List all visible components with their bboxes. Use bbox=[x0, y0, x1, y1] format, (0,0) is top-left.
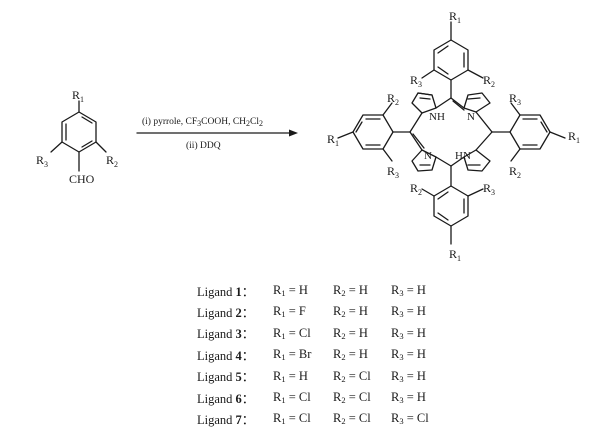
aryl-top bbox=[421, 21, 484, 99]
ligand-rows: Ligand 1： R1 = H R2 = H R3 = H Ligand 2：… bbox=[197, 281, 451, 431]
ligand-row: Ligand 2： R1 = F R2 = H R3 = H bbox=[197, 302, 451, 323]
pyrrole-bottom-left bbox=[411, 149, 437, 172]
product-left-r3: R3 bbox=[387, 164, 399, 180]
product-left-r1: R1 bbox=[327, 132, 339, 148]
aryl-right bbox=[491, 102, 566, 162]
product-right-r1: R1 bbox=[568, 129, 580, 145]
ligand-name: Ligand 7： bbox=[197, 412, 255, 427]
ligand-r1: R1 = Cl bbox=[273, 390, 311, 406]
product-bottom-r1: R1 bbox=[449, 247, 461, 263]
ligand-r2: R2 = Cl bbox=[333, 390, 371, 406]
ligand-name: Ligand 5： bbox=[197, 370, 255, 385]
ligand-name: Ligand 2： bbox=[197, 305, 255, 320]
ligand-r2: R2 = Cl bbox=[333, 411, 371, 427]
ligand-r2: R2 = H bbox=[333, 347, 368, 363]
pyrrole-top-right bbox=[463, 92, 491, 113]
reactant-benzaldehyde: R1 R2 R3 CHO bbox=[36, 88, 118, 186]
condition-line-1: (i) pyrrole, CF3COOH, CH2Cl2 bbox=[142, 116, 263, 128]
macrocycle-bonds bbox=[409, 97, 493, 167]
reactant-r1-label: R1 bbox=[72, 88, 84, 104]
pyrrole-bottom-right bbox=[463, 149, 491, 172]
porphyrin-n-top-label: N bbox=[467, 111, 475, 123]
pyrrole-top-left bbox=[411, 92, 437, 114]
reaction-scheme: R1 R2 R3 CHO (i) pyrrole, CF3COOH, CH2Cl… bbox=[36, 9, 580, 263]
ligand-r2: R2 = H bbox=[333, 325, 368, 341]
reactant-r3-label: R3 bbox=[36, 153, 48, 169]
ligand-r2: R2 = Cl bbox=[333, 368, 371, 384]
ligand-r3: R3 = H bbox=[391, 347, 426, 363]
ligand-name: Ligand 3： bbox=[197, 327, 255, 342]
product-bottom-r2: R2 bbox=[410, 181, 422, 197]
reactant-cho-label: CHO bbox=[69, 172, 95, 186]
ligand-r1: R1 = H bbox=[273, 283, 308, 298]
ligand-r3: R3 = H bbox=[391, 325, 426, 341]
ligand-r1: R1 = H bbox=[273, 368, 308, 384]
ligand-r1: R1 = F bbox=[273, 304, 306, 320]
product-right-r2: R2 bbox=[509, 164, 521, 180]
ligand-r3: R3 = Cl bbox=[391, 411, 429, 427]
ligand-r2: R2 = H bbox=[333, 304, 368, 320]
product-bottom-r3: R3 bbox=[483, 181, 495, 197]
ligand-r3: R3 = H bbox=[391, 390, 426, 406]
porphyrin-nh-label: NH bbox=[429, 111, 445, 123]
ligand-name: Ligand 1： bbox=[197, 284, 255, 299]
product-left-r2: R2 bbox=[387, 91, 399, 107]
product-top-r1: R1 bbox=[449, 9, 461, 25]
ligand-name: Ligand 6： bbox=[197, 391, 255, 406]
product-top-r2: R2 bbox=[483, 73, 495, 89]
porphyrin-n-bottom-label: N bbox=[424, 150, 432, 162]
ligand-r2: R2 = H bbox=[333, 283, 368, 298]
ligand-r3: R3 = H bbox=[391, 304, 426, 320]
ligand-name: Ligand 4： bbox=[197, 348, 255, 363]
ligand-r1: R1 = Cl bbox=[273, 325, 311, 341]
reactant-ring-bonds bbox=[50, 100, 107, 172]
aryl-left bbox=[337, 102, 411, 162]
reaction-arrow bbox=[136, 129, 298, 137]
porphyrin-hn-label: HN bbox=[455, 150, 471, 162]
product-top-r3: R3 bbox=[410, 73, 422, 89]
ligand-r1: R1 = Cl bbox=[273, 411, 311, 427]
ligand-table: Ligand 1： R1 = H R2 = H R3 = H Ligand 2：… bbox=[197, 281, 451, 431]
product-right-r3: R3 bbox=[509, 91, 521, 107]
ligand-row: Ligand 5： R1 = H R2 = Cl R3 = H bbox=[197, 367, 451, 388]
ligand-r1: R1 = Br bbox=[273, 347, 312, 363]
ligand-row: Ligand 7： R1 = Cl R2 = Cl R3 = Cl bbox=[197, 409, 451, 430]
porphyrin-product: NH N N HN R1 R2 R3 R1 R2 bbox=[327, 9, 580, 263]
ligand-row: Ligand 6： R1 = Cl R2 = Cl R3 = H bbox=[197, 388, 451, 409]
aryl-bottom bbox=[421, 165, 484, 245]
ligand-r3: R3 = H bbox=[391, 368, 426, 384]
ligand-row: Ligand 1： R1 = H R2 = H R3 = H bbox=[197, 281, 451, 302]
reactant-r2-label: R2 bbox=[106, 153, 118, 169]
ligand-row: Ligand 3： R1 = Cl R2 = H R3 = H bbox=[197, 324, 451, 345]
ligand-row: Ligand 4： R1 = Br R2 = H R3 = H bbox=[197, 345, 451, 366]
ligand-r3: R3 = H bbox=[391, 283, 426, 298]
condition-line-2: (ii) DDQ bbox=[186, 140, 221, 151]
